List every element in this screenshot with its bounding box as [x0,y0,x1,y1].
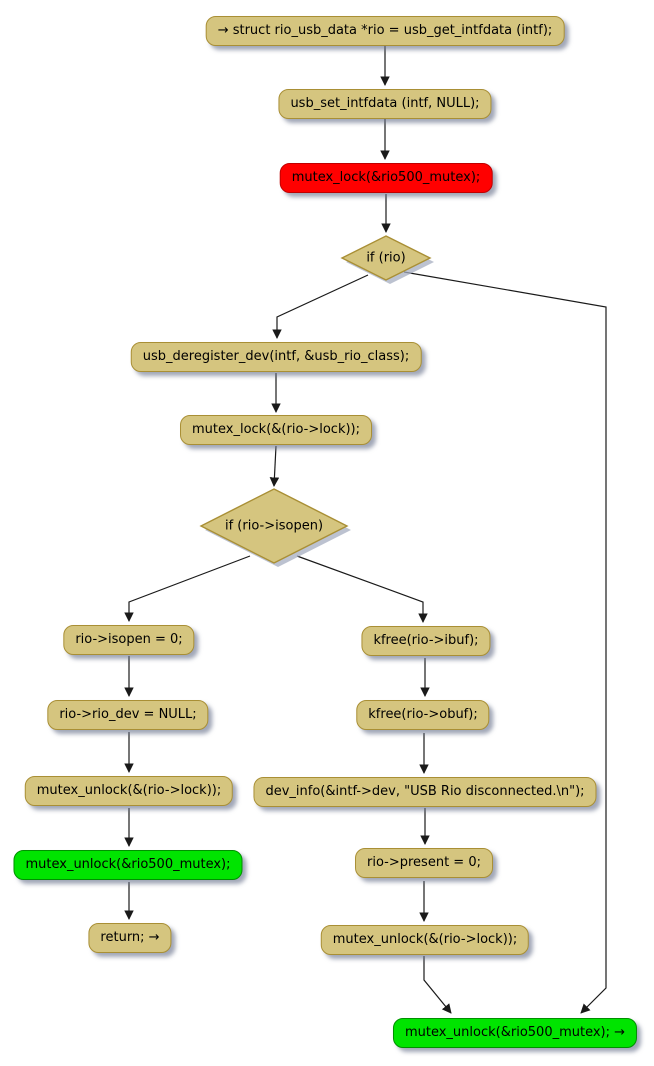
node-set-intfdata: usb_set_intfdata (intf, NULL); [278,89,492,119]
if-isopen-diamond [199,488,349,564]
edge-lock-to-ifisopen [269,445,280,487]
node-mutex-unlock-lock-left: mutex_unlock(&(rio->lock)); [24,776,234,806]
edge-unlocklock-to-end [423,956,452,1014]
edge-ifisopen-false [296,555,428,623]
node-return: return; → [88,923,172,953]
node-kfree-obuf: kfree(rio->obuf); [356,700,490,730]
decision-if-isopen-label: if (rio->isopen) [224,518,324,534]
node-present-zero: rio->present = 0; [355,848,493,878]
node-mutex-unlock-rio500-left: mutex_unlock(&rio500_mutex); [13,850,243,880]
node-mutex-lock-rio-lock: mutex_lock(&(rio->lock)); [180,415,372,445]
node-isopen-zero: rio->isopen = 0; [63,625,195,655]
edge-ifrio-false-bypass [403,271,607,1014]
node-kfree-ibuf: kfree(rio->ibuf); [361,626,491,656]
node-mutex-unlock-rio500-end: mutex_unlock(&rio500_mutex); → [392,1018,638,1048]
edge-ifisopen-true [124,555,251,622]
edge-ifrio-true [272,274,369,339]
node-mutex-lock-rio500: mutex_lock(&rio500_mutex); [279,163,493,193]
decision-if-rio-label: if (rio) [366,250,406,266]
node-usb-deregister-dev: usb_deregister_dev(intf, &usb_rio_class)… [130,342,422,372]
if-rio-diamond [340,235,432,281]
node-mutex-unlock-lock-right: mutex_unlock(&(rio->lock)); [320,925,530,955]
node-dev-info: dev_info(&intf->dev, "USB Rio disconnect… [253,777,597,807]
node-start: → struct rio_usb_data *rio = usb_get_int… [205,16,565,46]
node-riodev-null: rio->rio_dev = NULL; [47,700,209,730]
